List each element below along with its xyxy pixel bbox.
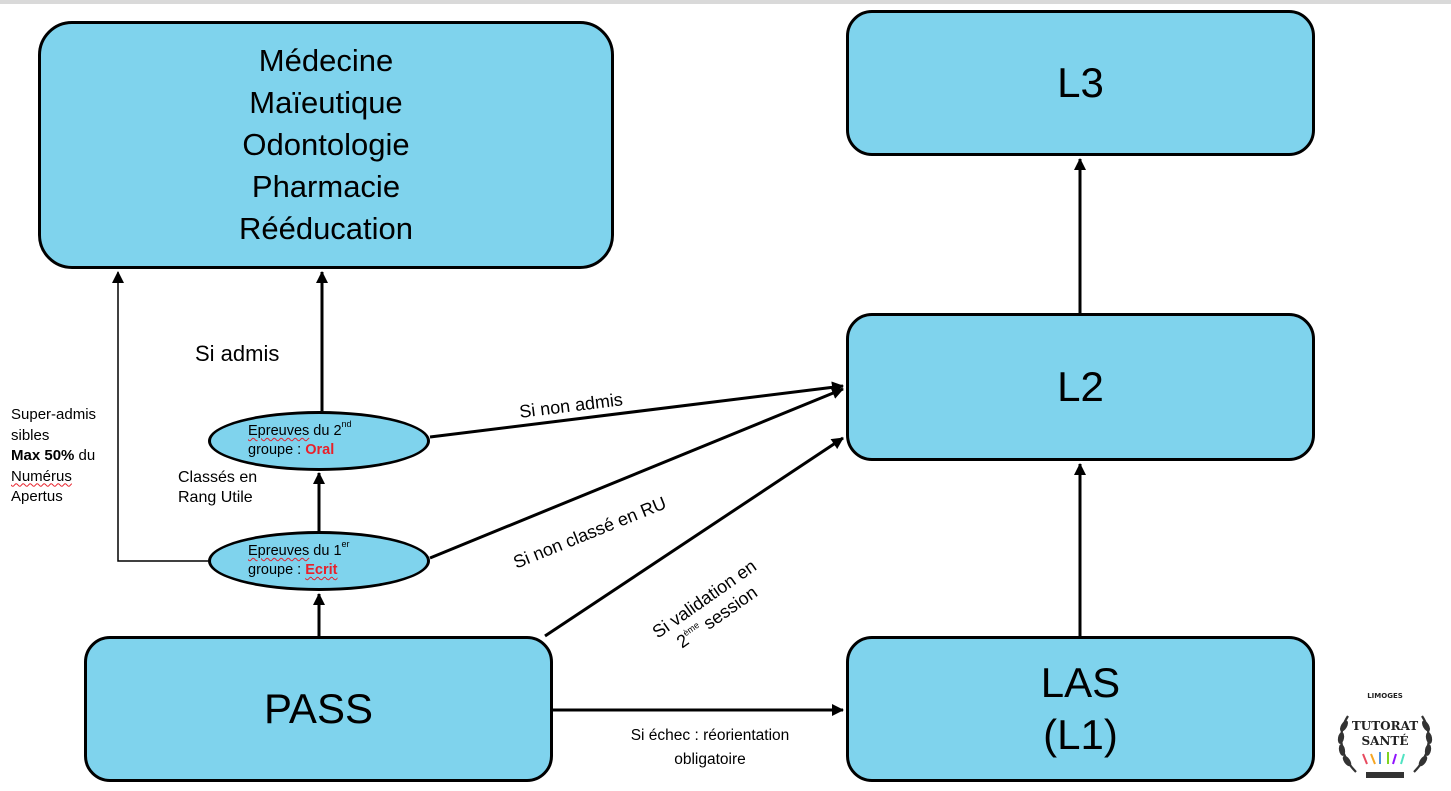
l2-box: L2 — [846, 313, 1315, 461]
health-programs-box: Médecine Maïeutique Odontologie Pharmaci… — [38, 21, 614, 269]
pass-label: PASS — [264, 685, 373, 732]
written-exam-sup: er — [341, 539, 350, 549]
written-exam-mid: du 1 — [309, 543, 342, 559]
super-numerus: Numérus — [11, 467, 72, 485]
written-exam-group: groupe : — [248, 562, 306, 578]
oral-exam-group: groupe : — [248, 442, 306, 458]
las-label: LAS (L1) — [1041, 657, 1120, 761]
arrow-super-admissibles — [112, 271, 208, 562]
arrow-pass-to-l2 — [544, 436, 844, 638]
super-bold: Max 50% — [11, 447, 75, 464]
l3-label: L3 — [1057, 59, 1104, 106]
written-exam-node: Epreuves du 1er groupe : Ecrit — [208, 531, 430, 591]
oral-exam-word: Epreuves — [248, 423, 310, 439]
oral-exam-node: Epreuves du 2nd groupe : Oral — [208, 411, 430, 471]
oral-exam-mid: du 2 — [309, 423, 342, 439]
program-odontologie: Odontologie — [242, 127, 410, 162]
pass-box: PASS — [84, 636, 553, 782]
super-line4: Numérus — [11, 467, 96, 488]
l2-label: L2 — [1057, 363, 1104, 410]
si-echec-label: Si échec : réorientation obligatoire — [600, 724, 820, 772]
si-echec-line2: obligatoire — [674, 751, 746, 768]
written-exam-line1: Epreuves du 1er — [248, 539, 427, 561]
program-maieutique: Maïeutique — [249, 85, 403, 120]
las-label-line1: LAS — [1040, 659, 1121, 706]
logo-line1: TUTORAT — [1352, 719, 1418, 733]
oral-exam-line1: Epreuves du 2nd — [248, 419, 427, 441]
program-pharmacie: Pharmacie — [251, 169, 401, 204]
las-label-line2: (L1) — [1043, 711, 1118, 758]
program-reeducation: Rééducation — [238, 211, 414, 246]
si-echec-line1: Si échec : réorientation — [630, 727, 790, 744]
classes-line2: Rang Utile — [178, 489, 253, 506]
super-admissibles-label: Super-admis sibles Max 50% du Numérus Ap… — [11, 405, 96, 508]
super-line1: Super-admis — [11, 406, 97, 423]
logo-top: LIMOGES — [1367, 692, 1403, 700]
health-programs-list: Médecine Maïeutique Odontologie Pharmaci… — [239, 40, 413, 250]
program-medecine: Médecine — [258, 43, 394, 78]
si-admis-label: Si admis — [195, 341, 280, 366]
written-exam-line2: groupe : Ecrit — [248, 561, 427, 580]
laurel-wreath-icon: LIMOGES TUTORAT SANTÉ — [1337, 692, 1433, 778]
las-box: LAS (L1) — [846, 636, 1315, 782]
l3-box: L3 — [846, 10, 1315, 156]
classes-rang-utile-label: Classés en Rang Utile — [178, 468, 257, 508]
written-exam-word: Epreuves — [248, 543, 310, 559]
super-line3: Max 50% du — [11, 446, 96, 467]
top-border — [0, 0, 1451, 4]
logo-line2: SANTÉ — [1361, 733, 1408, 748]
super-line5: Apertus — [11, 488, 63, 505]
arrow-ecrit-to-l2 — [429, 387, 844, 560]
oral-exam-line2: groupe : Oral — [248, 441, 427, 460]
tutorat-sante-logo: LIMOGES TUTORAT SANTÉ — [1330, 686, 1440, 786]
super-after-bold: du — [74, 447, 96, 464]
arrow-oral-to-l2 — [429, 381, 844, 439]
super-line2: sibles — [11, 426, 50, 444]
oral-exam-highlight: Oral — [305, 442, 335, 458]
oral-exam-sup: nd — [341, 419, 352, 429]
classes-line1: Classés en — [178, 469, 258, 486]
written-exam-highlight: Ecrit — [305, 562, 338, 578]
